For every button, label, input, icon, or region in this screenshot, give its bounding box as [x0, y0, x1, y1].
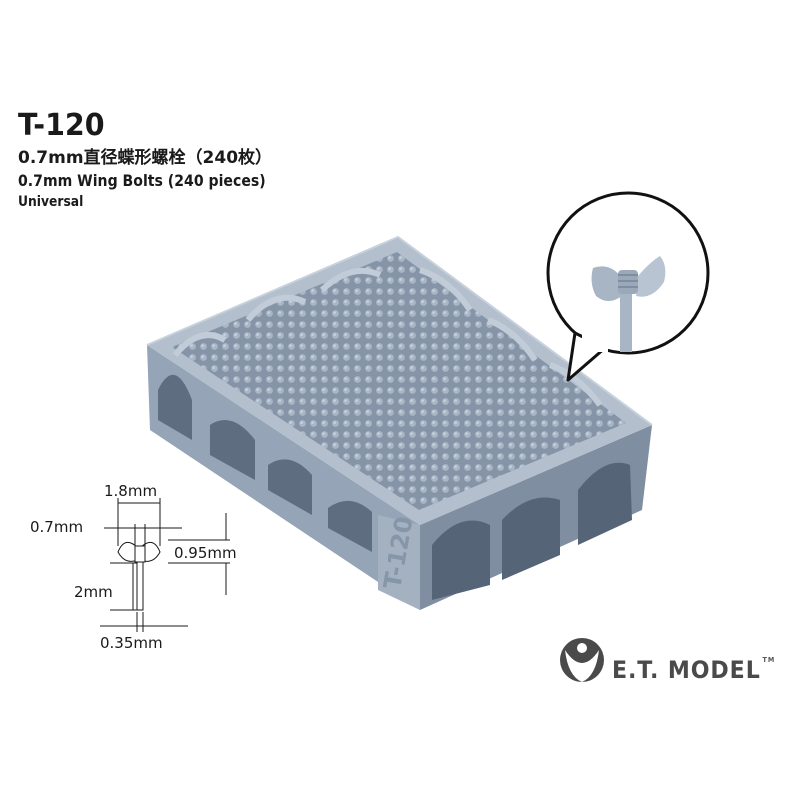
- dim-head-width: 1.8mm: [104, 482, 158, 500]
- product-name-cn: 0.7mm直径蝶形螺栓（240枚）: [18, 148, 273, 168]
- product-code: T-120: [18, 108, 105, 143]
- dim-shank-length: 2mm: [74, 583, 113, 601]
- zoom-callout: [546, 191, 710, 382]
- product-subtitle: Universal: [18, 194, 84, 210]
- brand-logo-icon: [560, 638, 604, 682]
- dim-head-height: 0.95mm: [174, 544, 237, 562]
- product-name-en: 0.7mm Wing Bolts (240 pieces): [18, 171, 266, 190]
- wing-left: [591, 266, 622, 301]
- sprue-tray: [146, 235, 653, 610]
- dim-shank-diameter: 0.35mm: [100, 634, 163, 652]
- bolt-shank: [620, 290, 632, 352]
- dimension-diagram: [100, 498, 230, 632]
- dim-bolt-diameter: 0.7mm: [30, 518, 84, 536]
- trademark-mark: TM: [762, 656, 776, 664]
- wing-right: [636, 256, 666, 297]
- title-block: T-120 0.7mm直径蝶形螺栓（240枚） 0.7mm Wing Bolts…: [18, 108, 299, 212]
